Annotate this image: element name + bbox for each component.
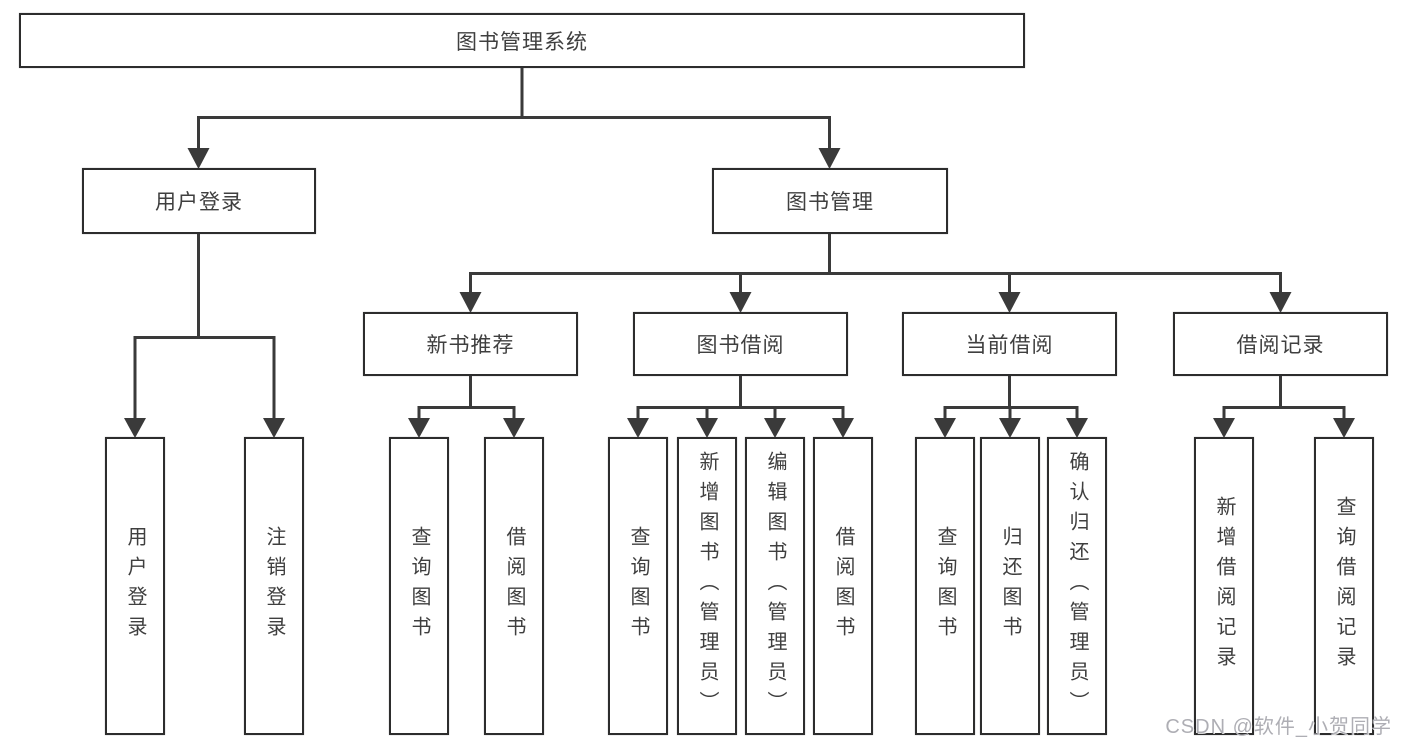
node-new-book-recommend: 新书推荐 [363,312,578,376]
connector-borrow-records-to-leaves [1213,376,1355,438]
node-user-login: 用户登录 [82,168,316,234]
leaf-label: 新增图书（管理员） [696,451,718,721]
leaf-label: 借阅图书 [832,526,854,646]
node-label: 图书借阅 [696,334,785,357]
connector-book-borrow-to-leaves [627,376,854,438]
connector-user-login-to-leaves [124,234,285,438]
node-label: 借阅记录 [1236,334,1325,357]
leaf-label: 注销登录 [263,526,285,646]
leaf-label: 查询图书 [934,526,956,646]
leaf-borrow-borrow-books: 借阅图书 [813,437,873,735]
leaf-label: 查询图书 [627,526,649,646]
leaf-label: 编辑图书（管理员） [764,451,786,721]
node-label: 用户登录 [155,191,243,214]
node-borrow-records: 借阅记录 [1173,312,1388,376]
leaf-label: 用户登录 [124,526,146,646]
leaf-borrow-add-books-admin: 新增图书（管理员） [677,437,737,735]
leaf-borrow-query-books: 查询图书 [608,437,668,735]
node-book-borrow: 图书借阅 [633,312,848,376]
leaf-label: 新增借阅记录 [1213,496,1235,676]
connector-new-book-recommend-to-leaves [408,376,525,438]
connector-root-to-branches [187,68,841,169]
leaf-current-return-books: 归还图书 [980,437,1040,735]
node-label: 图书管理 [786,191,874,214]
leaf-records-add-record: 新增借阅记录 [1194,437,1254,735]
node-book-management: 图书管理 [712,168,948,234]
leaf-current-confirm-return-admin: 确认归还（管理员） [1047,437,1107,735]
leaf-label: 确认归还（管理员） [1066,451,1088,721]
leaf-label: 查询借阅记录 [1333,496,1355,676]
leaf-label: 借阅图书 [503,526,525,646]
leaf-current-query-books: 查询图书 [915,437,975,735]
leaf-records-query-record: 查询借阅记录 [1314,437,1374,735]
watermark: CSDN @软件_小贺同学 [1165,716,1392,738]
node-label: 新书推荐 [426,334,515,357]
connector-current-borrow-to-leaves [934,376,1088,438]
connector-book-management-to-sections [459,234,1292,313]
leaf-recommend-query-books: 查询图书 [389,437,449,735]
node-library-management-system: 图书管理系统 [19,13,1025,68]
leaf-recommend-borrow-books: 借阅图书 [484,437,544,735]
leaf-logout: 注销登录 [244,437,304,735]
leaf-label: 查询图书 [408,526,430,646]
leaf-borrow-edit-books-admin: 编辑图书（管理员） [745,437,805,735]
node-current-borrow: 当前借阅 [902,312,1117,376]
node-label: 图书管理系统 [456,30,588,54]
node-label: 当前借阅 [965,334,1054,357]
leaf-label: 归还图书 [999,526,1021,646]
leaf-user-login: 用户登录 [105,437,165,735]
